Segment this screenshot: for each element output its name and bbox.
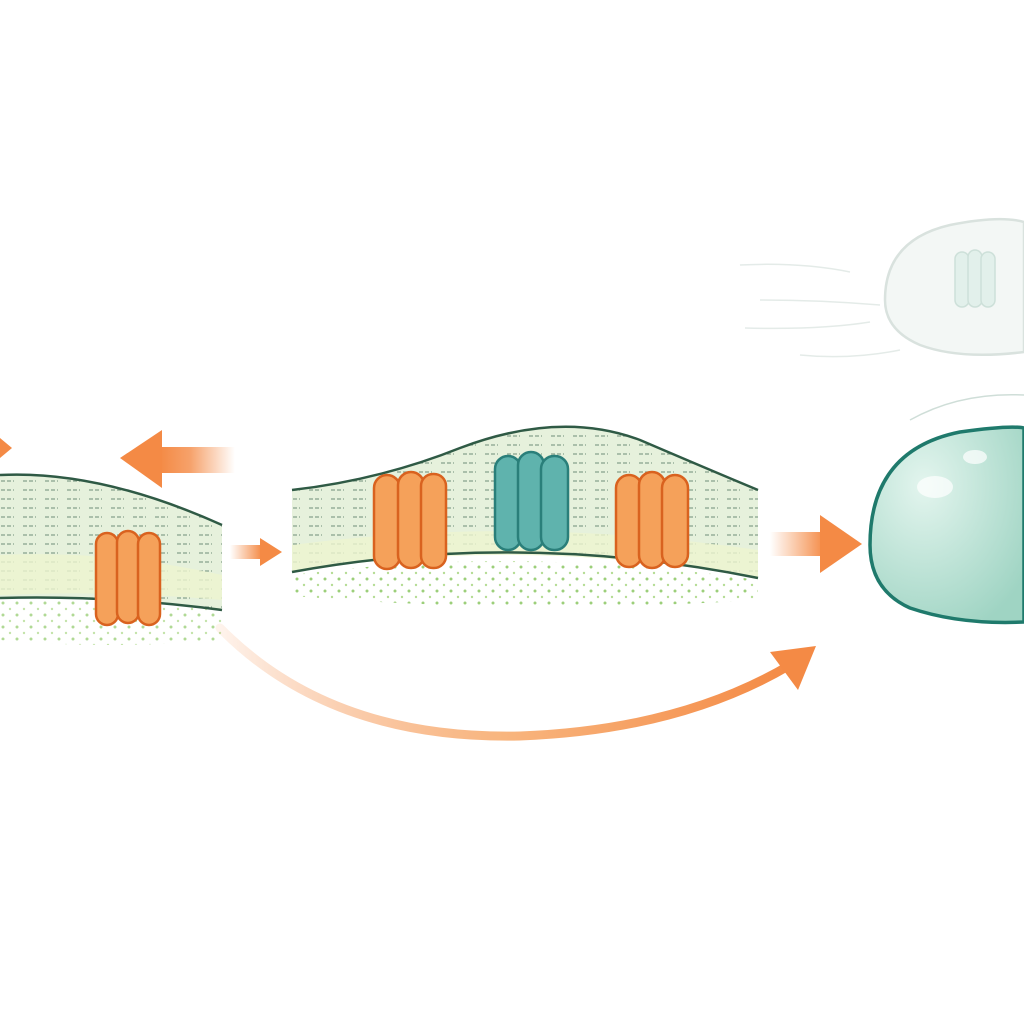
arrow-left-icon — [120, 430, 235, 488]
arrow-right-small-icon — [230, 538, 282, 566]
arrow-left-partial-icon — [0, 438, 12, 458]
orange-channel-protein-right — [614, 470, 690, 570]
orange-channel-protein-left — [372, 470, 448, 571]
ghost-vesicle — [739, 217, 1024, 358]
left-membrane-segment — [0, 473, 223, 645]
middle-membrane-segment — [291, 425, 759, 607]
orange-channel-protein — [94, 529, 162, 627]
arrow-right-icon — [770, 515, 862, 573]
teal-channel-protein — [493, 450, 570, 552]
curved-arrow-icon — [215, 623, 816, 741]
vesicle — [868, 393, 1024, 625]
